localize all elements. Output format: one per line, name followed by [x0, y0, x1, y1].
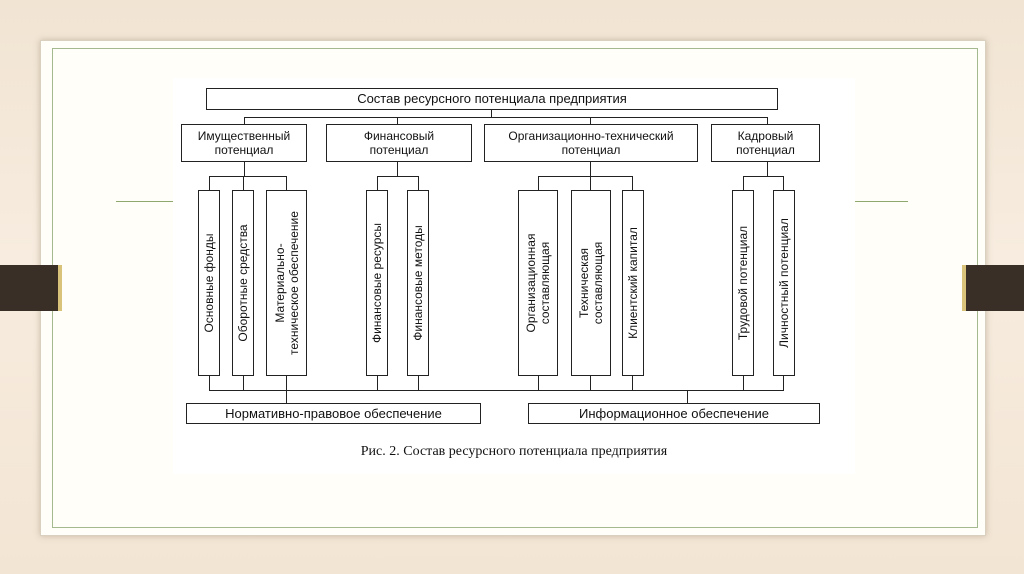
- accent-line-left: [116, 201, 176, 202]
- category-personnel-box: Кадровый потенциал: [711, 124, 820, 162]
- item-technical-component-box: Техническая составляющая: [571, 190, 611, 376]
- side-bar-right: [962, 265, 1024, 311]
- item-label: Основные фонды: [202, 233, 216, 333]
- item-label: Клиентский капитал: [626, 227, 640, 339]
- item-organizational-component-box: Организационная составляющая: [518, 190, 558, 376]
- item-label: Организационная составляющая: [524, 233, 552, 333]
- item-label: Оборотные средства: [236, 224, 250, 342]
- legal-support-box: Нормативно-правовое обеспечение: [186, 403, 481, 424]
- accent-line-right: [854, 201, 908, 202]
- item-fixed-assets-box: Основные фонды: [198, 190, 220, 376]
- item-personal-potential-box: Личностный потенциал: [773, 190, 795, 376]
- item-label: Техническая составляющая: [577, 241, 605, 325]
- figure-caption: Рис. 2. Состав ресурсного потенциала пре…: [360, 444, 668, 459]
- item-financial-resources-box: Финансовые ресурсы: [366, 190, 388, 376]
- item-working-capital-box: Оборотные средства: [232, 190, 254, 376]
- item-label: Материально- техническое обеспечение: [272, 211, 301, 355]
- category-property-box: Имущественный потенциал: [181, 124, 307, 162]
- information-support-box: Информационное обеспечение: [528, 403, 820, 424]
- category-financial-box: Финансовый потенциал: [326, 124, 472, 162]
- item-material-support-box: Материально- техническое обеспечение: [266, 190, 307, 376]
- item-labor-potential-box: Трудовой потенциал: [732, 190, 754, 376]
- item-financial-methods-box: Финансовые методы: [407, 190, 429, 376]
- category-org-tech-box: Организационно-технический потенциал: [484, 124, 698, 162]
- diagram-title-box: Состав ресурсного потенциала предприятия: [206, 88, 778, 110]
- side-bar-left: [0, 265, 62, 311]
- information-support-label: Информационное обеспечение: [579, 405, 769, 421]
- legal-support-label: Нормативно-правовое обеспечение: [225, 405, 442, 421]
- item-client-capital-box: Клиентский капитал: [622, 190, 644, 376]
- item-label: Личностный потенциал: [777, 218, 791, 348]
- item-label: Трудовой потенциал: [736, 225, 750, 341]
- item-label: Финансовые методы: [411, 225, 425, 341]
- diagram-title: Состав ресурсного потенциала предприятия: [357, 91, 627, 106]
- side-tab-left: [58, 265, 62, 311]
- item-label: Финансовые ресурсы: [370, 222, 384, 344]
- side-tab-right: [962, 265, 966, 311]
